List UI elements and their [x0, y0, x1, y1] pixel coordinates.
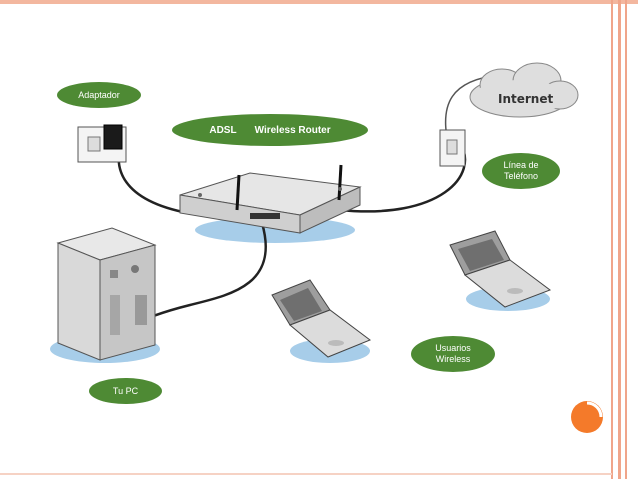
- laptop-left-icon: [271, 279, 372, 358]
- phone-jack-icon: [439, 129, 466, 167]
- slide-border-right-line: [625, 0, 627, 479]
- router-icon: [179, 164, 362, 234]
- laptop-right-icon: [449, 230, 552, 308]
- usuarios-wireless-label: Usuarios Wireless: [411, 336, 495, 372]
- slide-border-bottom: [0, 473, 612, 475]
- slide-border-right-line: [611, 0, 613, 479]
- adsl-router-label: ADSL Wireless Router: [172, 114, 368, 146]
- wireless-router-text: Wireless Router: [254, 124, 331, 136]
- wall-outlet-icon: [77, 124, 127, 163]
- orange-circle-bullet-icon: [571, 401, 603, 433]
- desktop-pc-icon: [56, 227, 157, 361]
- adaptador-label: Adaptador: [57, 82, 141, 108]
- slide-border-top: [0, 0, 638, 4]
- network-diagram: Internet: [50, 62, 579, 363]
- adsl-text: ADSL: [209, 124, 237, 136]
- linea-telefono-label: Línea de Teléfono: [482, 153, 560, 189]
- adaptador-text: Adaptador: [78, 89, 120, 100]
- internet-label: Internet: [498, 92, 553, 106]
- usuarios-wireless-text: Usuarios Wireless: [435, 343, 471, 364]
- slide-border-right-line: [618, 0, 621, 479]
- tu-pc-text: Tu PC: [112, 385, 139, 396]
- internet-cloud-icon: Internet: [469, 62, 579, 118]
- tu-pc-label: Tu PC: [89, 378, 162, 404]
- linea-telefono-text: Línea de Teléfono: [503, 160, 539, 181]
